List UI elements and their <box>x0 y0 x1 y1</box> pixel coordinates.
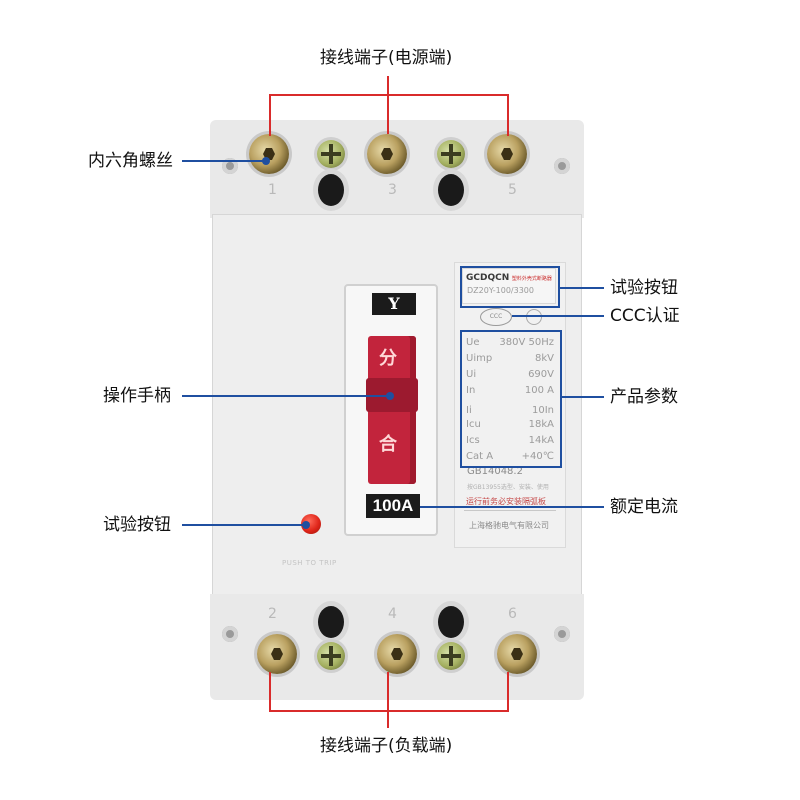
leader-dot-handle <box>386 392 394 400</box>
callout-test-button-top: 试验按钮 <box>610 278 678 298</box>
callout-ccc: CCC认证 <box>610 306 680 326</box>
push-to-trip-label: PUSH TO TRIP <box>282 559 337 567</box>
hex-screw-terminal-1[interactable] <box>249 134 289 174</box>
bottom-bracket-stem <box>387 710 389 728</box>
terminal-number-3: 3 <box>388 182 397 198</box>
handle-top-label-text: Y <box>388 294 400 313</box>
rating-label: 100A <box>366 494 420 518</box>
handle-off-label: 分 <box>379 348 397 369</box>
callout-handle: 操作手柄 <box>103 386 171 406</box>
terminal-number-2: 2 <box>268 606 277 622</box>
hex-screw-terminal-3[interactable] <box>367 134 407 174</box>
nameplate-company: 上海格驰电气有限公司 <box>469 521 549 530</box>
callout-bottom-terminal: 接线端子(负载端) <box>320 736 453 756</box>
hex-screw-terminal-2[interactable] <box>257 634 297 674</box>
nameplate-warning: 运行前务必安装隔弧板 <box>466 497 546 506</box>
terminal-screw-3[interactable] <box>437 140 465 168</box>
mounting-hole-bottom-left <box>318 606 344 638</box>
mount-screw-top-right <box>554 158 570 174</box>
bottom-terminal-bracket <box>269 672 509 712</box>
callout-rated-current: 额定电流 <box>610 497 678 517</box>
mounting-hole-bottom-right <box>438 606 464 638</box>
leader-dot-test-button <box>302 521 310 529</box>
cert-circle-icon <box>526 309 542 325</box>
mount-screw-bottom-right <box>554 626 570 642</box>
leader-hex-screw <box>182 160 264 162</box>
spec-row: Cat A+40℃ <box>466 451 554 462</box>
terminal-number-6: 6 <box>508 606 517 622</box>
top-bracket-mid-tick <box>387 94 389 134</box>
handle-on-label: 合 <box>379 434 397 455</box>
leader-handle <box>182 395 388 397</box>
callout-hex-screw: 内六角螺丝 <box>88 151 173 171</box>
leader-dot-hex-screw <box>262 157 270 165</box>
terminal-screw-4[interactable] <box>437 642 465 670</box>
leader-ccc <box>512 315 604 317</box>
bottom-bracket-mid-tick <box>387 672 389 710</box>
brand-highlight-box <box>460 266 560 308</box>
mounting-hole-top-right <box>438 174 464 206</box>
nameplate <box>454 262 566 548</box>
leader-params <box>560 396 604 398</box>
handle-top-label: Y <box>372 293 416 315</box>
mounting-hole-top-left <box>318 174 344 206</box>
top-bracket-stem <box>387 76 389 94</box>
callout-params: 产品参数 <box>610 387 678 407</box>
terminal-number-1: 1 <box>268 182 277 198</box>
leader-test-button <box>182 524 304 526</box>
nameplate-fine-print: 按GB13955选型、安装、使用 <box>467 484 549 491</box>
leader-rated-current <box>420 506 604 508</box>
hex-screw-terminal-6[interactable] <box>497 634 537 674</box>
terminal-number-4: 4 <box>388 606 397 622</box>
mount-screw-bottom-left <box>222 626 238 642</box>
rating-label-text: 100A <box>372 496 414 515</box>
callout-test-button-left: 试验按钮 <box>103 515 171 535</box>
ccc-mark-text: CCC <box>489 313 503 320</box>
nameplate-model: DZ20Y-100/3300 <box>467 286 534 295</box>
terminal-number-5: 5 <box>508 182 517 198</box>
nameplate-brand: GCDQCN <box>466 273 510 283</box>
hex-screw-terminal-4[interactable] <box>377 634 417 674</box>
test-button[interactable] <box>301 514 321 534</box>
params-highlight-box <box>460 330 562 468</box>
leader-brand <box>558 287 604 289</box>
nameplate-divider <box>464 510 556 511</box>
top-terminal-bracket <box>269 94 509 136</box>
mount-screw-top-left <box>222 158 238 174</box>
ccc-mark: CCC <box>480 308 512 326</box>
callout-top-terminal: 接线端子(电源端) <box>320 48 453 68</box>
nameplate-standard: GB14048.2 <box>467 466 523 477</box>
hex-screw-terminal-5[interactable] <box>487 134 527 174</box>
terminal-screw-2[interactable] <box>317 642 345 670</box>
nameplate-brand-sub: 塑料外壳式断路器 <box>511 276 552 282</box>
terminal-screw-1[interactable] <box>317 140 345 168</box>
nameplate-brand-box: GCDQCN 塑料外壳式断路器 DZ20Y-100/3300 <box>462 268 556 304</box>
